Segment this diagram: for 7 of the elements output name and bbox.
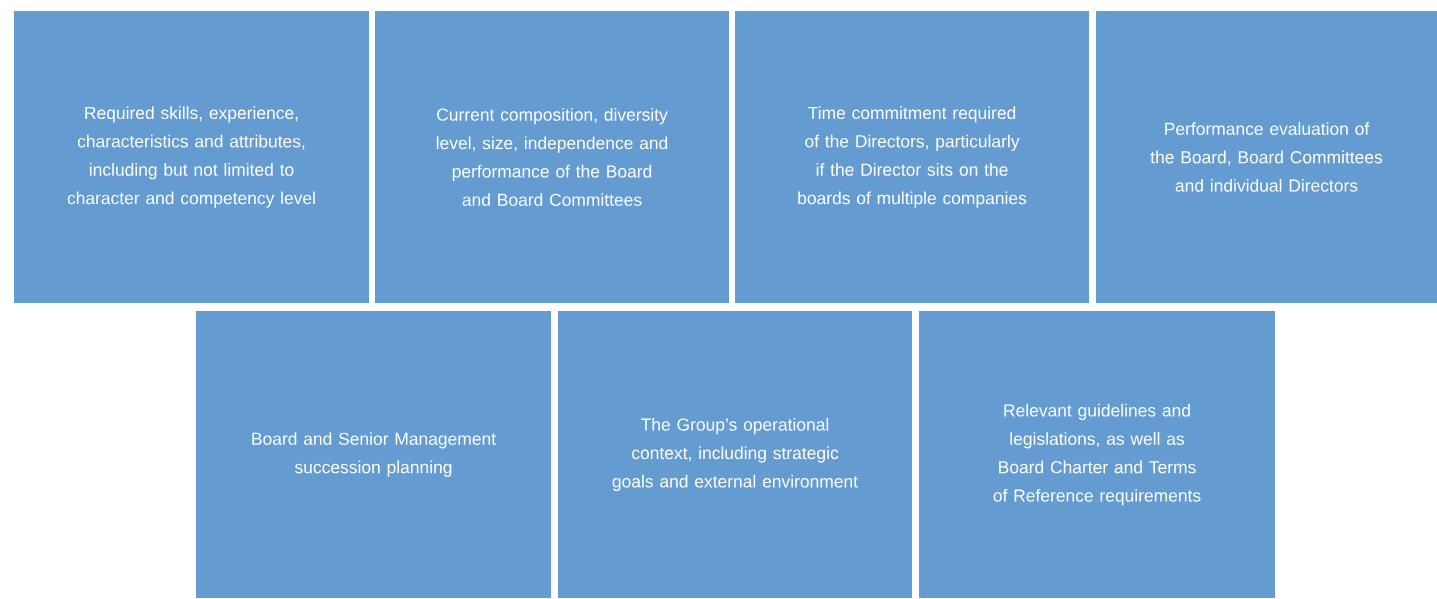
text-box: Time commitment required of the Directors, particularly if the Director sits on the boards of multiple companies [735, 11, 1089, 303]
text-box: The Group’s operational context, including strategic goals and external environment [558, 311, 912, 598]
text-box: Current composition, diversity level, size, independence and performance of the Board and Board Committees [375, 11, 729, 303]
text-box: Required skills, experience, characteristics and attributes, including but not limited to character and competency level [14, 11, 369, 303]
text-box: Performance evaluation of the Board, Board Committees and individual Directors [1096, 11, 1437, 303]
text-box: Board and Senior Management succession planning [196, 311, 551, 598]
text-box: Relevant guidelines and legislations, as well as Board Charter and Terms of Reference requirements [919, 311, 1275, 598]
